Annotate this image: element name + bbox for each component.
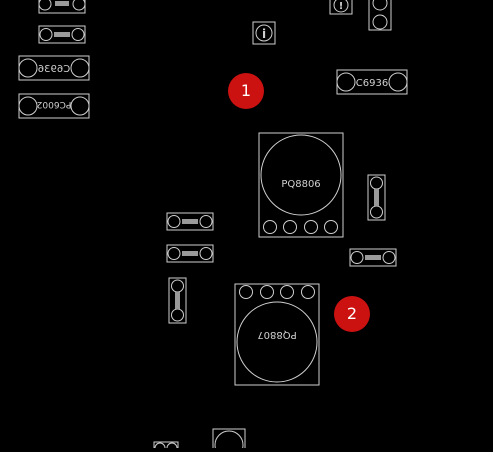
component-top-right-vertical[interactable] bbox=[368, 0, 392, 31]
label-c6936-right: C6936 bbox=[356, 78, 388, 89]
component-pc6002[interactable] bbox=[18, 93, 90, 119]
component-bottom-center[interactable] bbox=[212, 428, 246, 452]
label-c6936-left: C6936 bbox=[38, 64, 70, 75]
component-bottom-left[interactable] bbox=[153, 441, 179, 452]
component-mid-left-2[interactable] bbox=[166, 244, 214, 263]
component-left-vertical[interactable] bbox=[168, 277, 187, 324]
component-exclaim-part[interactable] bbox=[329, 0, 353, 15]
label-pq8807: PQ8807 bbox=[257, 329, 296, 340]
info-icon: i bbox=[262, 27, 266, 41]
component-c6936-right[interactable] bbox=[336, 69, 408, 95]
component-right-horizontal[interactable] bbox=[349, 248, 397, 267]
label-pq8806: PQ8806 bbox=[281, 179, 320, 190]
callout-marker-2[interactable]: 2 bbox=[334, 296, 370, 332]
label-pc6002: PC6002 bbox=[37, 99, 72, 109]
component-top-left-small[interactable] bbox=[38, 0, 86, 14]
component-mid-left-1[interactable] bbox=[166, 212, 214, 231]
component-c6936-left[interactable] bbox=[18, 55, 90, 81]
component-left-small-2[interactable] bbox=[38, 25, 86, 44]
component-pq8807[interactable] bbox=[234, 283, 320, 386]
callout-marker-1[interactable]: 1 bbox=[228, 73, 264, 109]
component-info-part[interactable] bbox=[252, 21, 276, 45]
component-right-vertical-1[interactable] bbox=[367, 174, 386, 221]
component-pq8806[interactable] bbox=[258, 132, 344, 238]
exclaim-icon: ! bbox=[339, 1, 344, 12]
